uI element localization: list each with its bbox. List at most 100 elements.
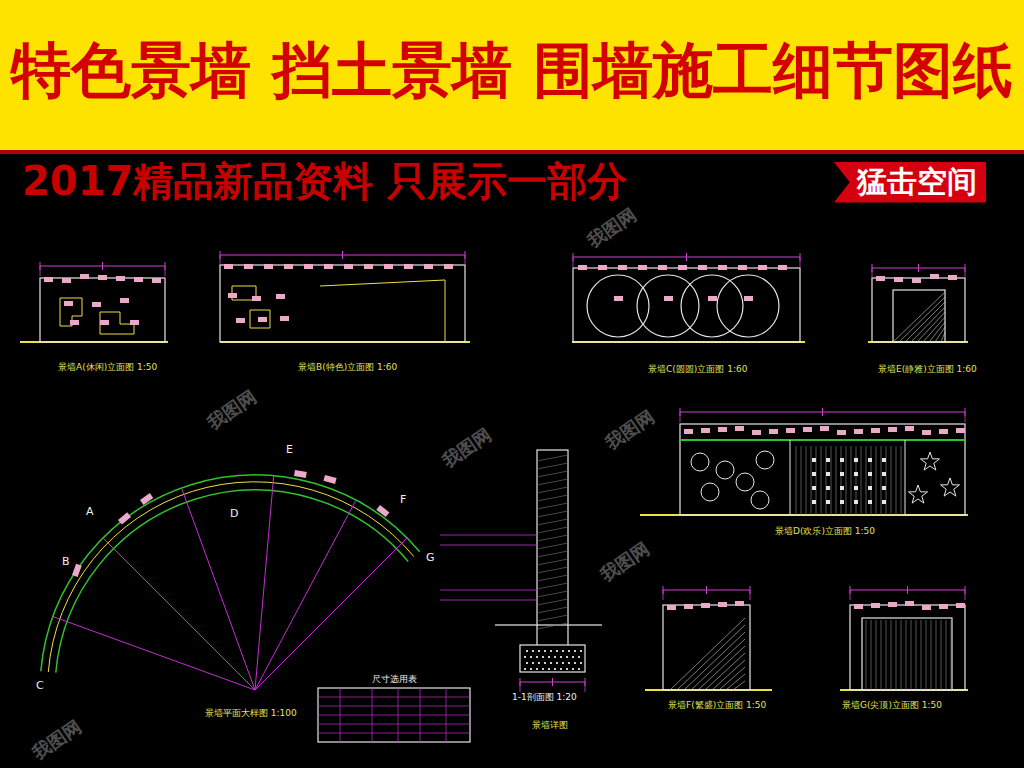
stone-block bbox=[698, 265, 707, 270]
stone-block bbox=[152, 278, 161, 283]
cad-line bbox=[941, 620, 942, 690]
stone-block bbox=[304, 264, 313, 269]
cad-line bbox=[893, 292, 945, 342]
cad-line bbox=[929, 322, 945, 342]
decor-circle bbox=[756, 451, 774, 469]
arrow-button: 猛击空间 bbox=[833, 162, 987, 203]
gravel-dot bbox=[578, 656, 580, 658]
decor-dot bbox=[854, 486, 858, 490]
cad-path bbox=[100, 312, 134, 334]
wall-outline bbox=[663, 605, 750, 690]
decor-dot bbox=[882, 472, 886, 476]
decor-dot bbox=[854, 500, 858, 504]
stone-block bbox=[376, 505, 389, 517]
stone-block bbox=[44, 277, 53, 282]
drawing-title: 景墙C(圆圆)立面图 1:60 bbox=[648, 364, 747, 374]
cad-line bbox=[891, 446, 892, 515]
stone-block bbox=[258, 317, 267, 322]
cad-line bbox=[921, 620, 922, 690]
stone-block bbox=[701, 428, 710, 433]
stone-block bbox=[130, 320, 139, 325]
stone-block bbox=[80, 274, 89, 279]
cad-line bbox=[340, 688, 341, 742]
gravel-dot bbox=[554, 668, 556, 670]
gravel-dot bbox=[530, 656, 532, 658]
cad-line bbox=[537, 463, 568, 469]
stone-block bbox=[62, 278, 71, 283]
cad-line bbox=[537, 591, 568, 597]
cad-path bbox=[250, 310, 270, 328]
stone-block bbox=[614, 296, 623, 301]
stone-block bbox=[744, 296, 753, 301]
plan-letter: C bbox=[36, 680, 44, 693]
decor-dot bbox=[868, 472, 872, 476]
cad-line bbox=[911, 307, 945, 342]
cad-line bbox=[342, 251, 343, 259]
cad-line bbox=[750, 590, 751, 600]
drawing-title: 景墙平面大样图 1:100 bbox=[205, 708, 297, 718]
stone-block bbox=[684, 604, 693, 609]
cad-line bbox=[537, 615, 568, 621]
cad-line bbox=[886, 446, 887, 515]
cad-line bbox=[495, 624, 537, 626]
cad-line bbox=[691, 639, 745, 690]
stone-block bbox=[894, 277, 903, 282]
cad-line bbox=[946, 620, 947, 690]
wall-outline bbox=[537, 450, 568, 625]
gravel-dot bbox=[548, 668, 550, 670]
stone-block bbox=[664, 296, 673, 301]
drawing-title: 景墙B(特色)立面图 1:60 bbox=[298, 362, 397, 372]
cad-line bbox=[102, 262, 103, 270]
cad-line bbox=[733, 681, 745, 690]
cad-line bbox=[440, 590, 537, 591]
decor-circle bbox=[716, 461, 734, 479]
gravel-dot bbox=[532, 662, 534, 664]
stone-block bbox=[323, 475, 336, 484]
decor-dot bbox=[812, 458, 816, 462]
gravel-dot bbox=[550, 662, 552, 664]
cad-line bbox=[573, 257, 574, 267]
decor-dot bbox=[826, 458, 830, 462]
cad-line bbox=[876, 446, 877, 515]
cad-line bbox=[871, 446, 872, 515]
cad-line bbox=[918, 264, 919, 272]
cad-line bbox=[255, 538, 407, 690]
cad-line bbox=[537, 599, 568, 605]
stone-block bbox=[64, 301, 73, 306]
cad-line bbox=[372, 688, 373, 742]
stone-block bbox=[803, 427, 812, 432]
cad-line bbox=[318, 733, 470, 734]
cad-line bbox=[726, 674, 745, 690]
cad-line bbox=[537, 567, 568, 573]
cad-line bbox=[684, 632, 745, 690]
gravel-dot bbox=[560, 656, 562, 658]
cad-line bbox=[680, 439, 965, 441]
stone-block bbox=[598, 265, 607, 270]
cad-line bbox=[821, 446, 822, 515]
cad-line bbox=[905, 440, 906, 515]
drawing-title: 景墙D(欢乐)立面图 1:50 bbox=[775, 526, 875, 536]
stone-block bbox=[752, 430, 761, 435]
stone-block bbox=[888, 427, 897, 432]
gravel-dot bbox=[536, 656, 538, 658]
gravel-dot bbox=[572, 656, 574, 658]
gravel-dot bbox=[550, 650, 552, 652]
wall-outline bbox=[520, 645, 585, 672]
wall-outline bbox=[893, 290, 945, 342]
decor-star bbox=[921, 452, 940, 470]
decor-circle bbox=[701, 483, 719, 501]
gravel-dot bbox=[544, 662, 546, 664]
cad-line bbox=[926, 620, 927, 690]
decor-star bbox=[941, 478, 960, 496]
cad-line bbox=[712, 660, 745, 690]
stone-block bbox=[930, 274, 939, 279]
decor-dot bbox=[854, 472, 858, 476]
cad-line bbox=[40, 266, 41, 276]
cad-line bbox=[220, 255, 221, 265]
stone-block bbox=[718, 602, 727, 607]
gravel-dot bbox=[574, 662, 576, 664]
stone-block bbox=[404, 264, 413, 269]
cad-line bbox=[907, 586, 908, 594]
cad-line bbox=[861, 446, 862, 515]
